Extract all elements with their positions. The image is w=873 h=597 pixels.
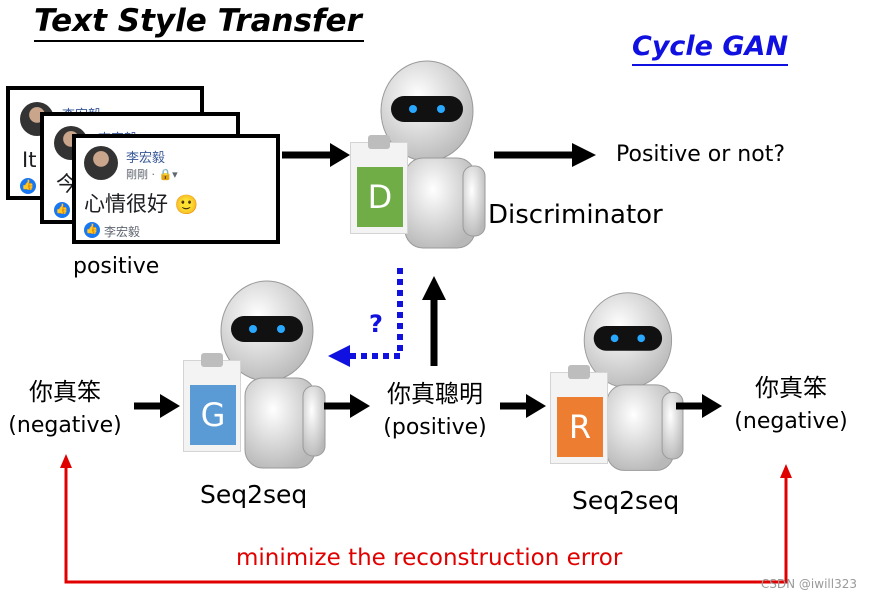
output-sentence: 你真笨 (negative): [728, 368, 854, 434]
arrowhead: [702, 394, 722, 418]
discriminator-box: D: [357, 167, 403, 227]
reconstructor-box: R: [557, 397, 603, 457]
reconstructor-robot-icon: [583, 292, 684, 471]
post-text-content: 心情很好: [84, 192, 168, 216]
generator-robot-icon: [220, 280, 326, 469]
input-sentence: 你真笨 (negative): [2, 372, 128, 438]
reconstruction-loop-arrow: [64, 468, 788, 584]
avatar: [84, 146, 118, 180]
arrowhead: [60, 454, 72, 468]
page-title: Text Style Transfer: [34, 2, 364, 42]
arrowhead: [526, 394, 546, 418]
arrowhead: [572, 143, 596, 167]
generator-box: G: [190, 385, 236, 445]
clip-icon: [568, 365, 590, 379]
question-mark: ?: [369, 310, 383, 338]
smile-emoji-icon: 🙂: [174, 194, 199, 216]
like-icon: 👍: [20, 178, 36, 194]
watermark: CSDN @iwill323: [760, 577, 857, 591]
generator-tag: G: [183, 353, 241, 452]
middle-text: 你真聰明: [387, 380, 483, 408]
output-style: (negative): [734, 409, 848, 434]
reconstructor-tag: R: [550, 365, 608, 464]
discriminator-label: Discriminator: [488, 200, 663, 230]
reconstructor-seq2seq-label: Seq2seq: [572, 486, 680, 515]
arrowhead: [422, 276, 446, 300]
arrowhead: [780, 464, 792, 478]
post-text: 心情很好 🙂: [84, 188, 198, 218]
generator-seq2seq-label: Seq2seq: [200, 480, 308, 509]
like-icon: 👍: [54, 202, 70, 218]
positive-caption: positive: [73, 254, 160, 279]
output-text: 你真笨: [755, 374, 827, 402]
middle-sentence: 你真聰明 (positive): [372, 374, 498, 440]
arrowhead: [160, 394, 180, 418]
like-author-name: 李宏毅: [104, 225, 141, 239]
discriminator-output-label: Positive or not?: [616, 142, 786, 167]
discriminator-tag: D: [350, 135, 408, 234]
cycle-gan-title: Cycle GAN: [632, 30, 789, 66]
feedback-dotted-arrow: [350, 268, 403, 359]
reconstruction-loss-label: minimize the reconstruction error: [236, 545, 623, 571]
post-text: 今: [56, 172, 77, 196]
post-author-name: 李宏毅: [126, 151, 166, 166]
arrowhead: [350, 394, 370, 418]
middle-style: (positive): [383, 415, 487, 440]
arrowhead: [328, 345, 350, 367]
discriminator-robot-icon: [380, 60, 486, 249]
post-meta: 剛剛 · 🔒▾: [126, 168, 178, 181]
post-card-front: 李宏毅 剛剛 · 🔒▾ 心情很好 🙂 👍 李宏毅: [72, 134, 280, 244]
clip-icon: [201, 353, 223, 367]
clip-icon: [368, 135, 390, 149]
arrowhead: [330, 143, 350, 167]
like-icon: 👍: [84, 222, 100, 238]
input-text: 你真笨: [29, 378, 101, 406]
input-style: (negative): [8, 413, 122, 438]
